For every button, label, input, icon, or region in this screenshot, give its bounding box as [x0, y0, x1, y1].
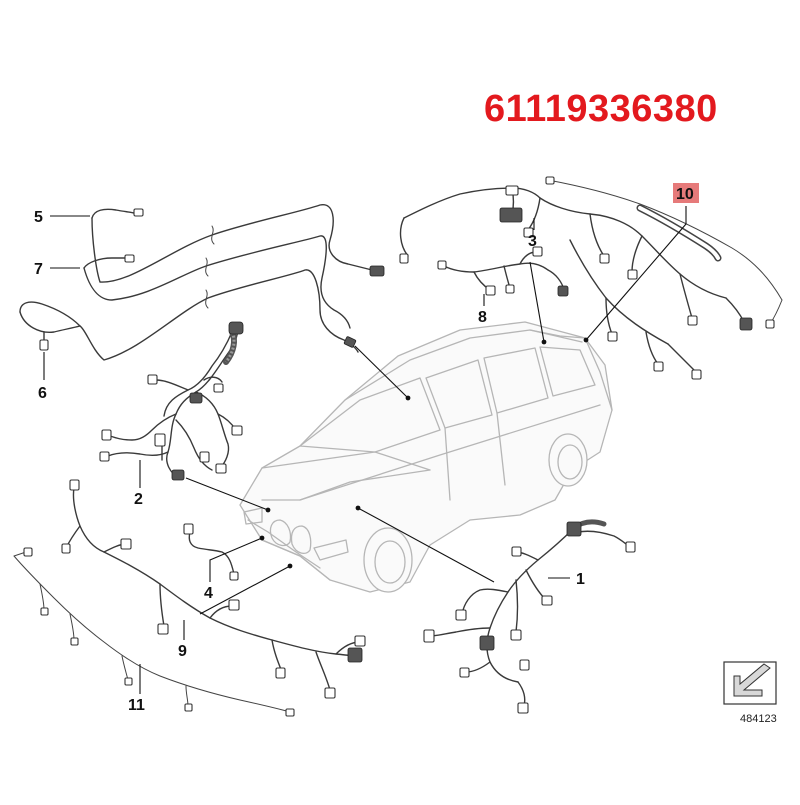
part-number-title: 61119336380	[484, 88, 718, 130]
callout-4: 4	[204, 585, 213, 602]
callout-10: 10	[676, 186, 694, 203]
harness-2	[99, 321, 244, 481]
leader-lines	[43, 206, 687, 694]
callout-9: 9	[178, 643, 187, 660]
cable-set-5-6-7	[19, 204, 385, 361]
reference-block: 484123	[723, 661, 777, 725]
harness-8	[437, 246, 569, 297]
callout-11: 11	[128, 697, 145, 714]
harness-1	[423, 519, 636, 714]
car-outline	[239, 321, 613, 593]
callout-2: 2	[134, 491, 143, 508]
harness-10	[545, 176, 783, 329]
callout-1: 1	[576, 571, 585, 588]
callout-labels: 1 2 3 4 5 6 7 8 9 10 11	[34, 183, 699, 714]
harness-9	[61, 479, 366, 699]
reference-number: 484123	[740, 713, 777, 725]
callout-7: 7	[34, 261, 43, 278]
callout-3: 3	[528, 233, 537, 250]
callout-6: 6	[38, 385, 47, 402]
callout-10-highlight	[673, 183, 699, 203]
harness-4	[183, 523, 239, 581]
callout-8: 8	[478, 309, 487, 326]
harness-3	[399, 185, 753, 380]
harness-11	[13, 547, 295, 717]
callout-5: 5	[34, 209, 43, 226]
